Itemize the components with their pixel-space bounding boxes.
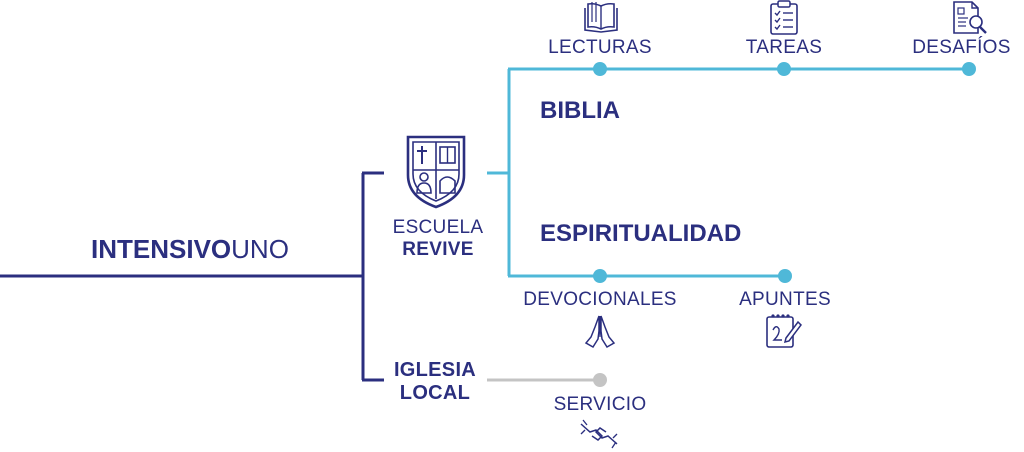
checklist-clipboard-icon — [770, 0, 798, 35]
node-label-apuntes: APUNTES — [739, 289, 831, 310]
notepad-pencil-icon — [766, 314, 802, 348]
node-dot-apuntes — [778, 269, 792, 283]
node-dot-desafios — [962, 62, 976, 76]
node-label-servicio: SERVICIO — [553, 394, 647, 415]
root-label: INTENSIVOUNO — [91, 236, 289, 262]
iglesia-label: IGLESIA LOCAL — [382, 360, 488, 403]
iglesia-label-line1: IGLESIA — [393, 359, 477, 381]
root-label-light: UNO — [231, 234, 289, 264]
biblia-heading: BIBLIA — [540, 97, 620, 124]
shield-crest-icon — [406, 135, 466, 209]
node-dot-servicio — [593, 373, 607, 387]
root-label-bold: INTENSIVO — [91, 234, 232, 264]
praying-hands-icon — [584, 315, 616, 349]
node-label-desafios: DESAFÍOS — [912, 37, 1011, 58]
open-book-icon — [584, 2, 618, 33]
node-dot-devocionales — [593, 269, 607, 283]
document-search-icon — [953, 1, 987, 34]
escuela-label: ESCUELA REVIVE — [382, 218, 494, 259]
escuela-label-line2: REVIVE — [402, 239, 474, 260]
node-label-tareas: TAREAS — [745, 37, 823, 58]
espiritualidad-heading: ESPIRITUALIDAD — [540, 220, 742, 247]
node-label-lecturas: LECTURAS — [548, 37, 652, 58]
escuela-label-line1: ESCUELA — [392, 217, 484, 238]
node-dot-lecturas — [593, 62, 607, 76]
helping-hands-icon — [580, 419, 618, 449]
iglesia-label-line2: LOCAL — [399, 382, 471, 404]
node-dot-tareas — [777, 62, 791, 76]
node-label-devocionales: DEVOCIONALES — [523, 289, 677, 310]
